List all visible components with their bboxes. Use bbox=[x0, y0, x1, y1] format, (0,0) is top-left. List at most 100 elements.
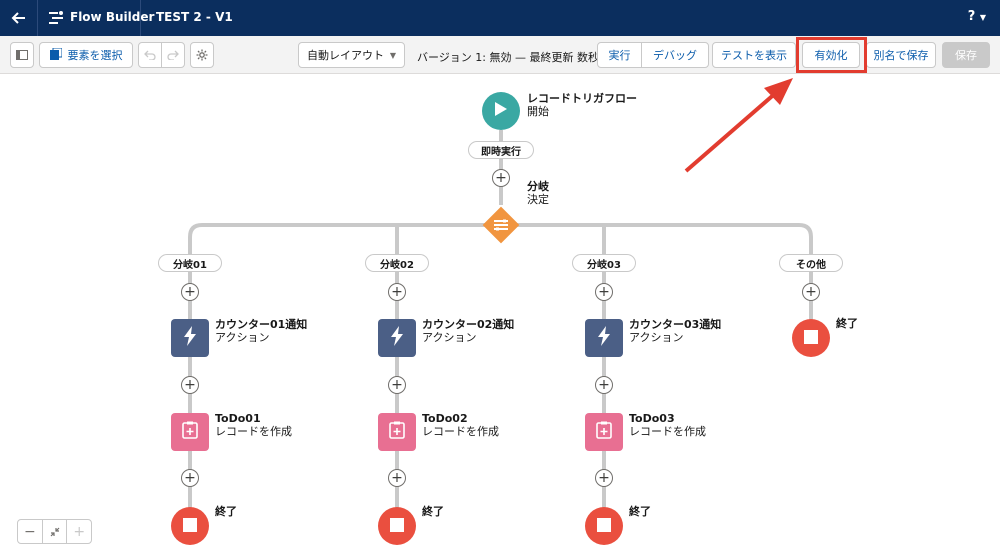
panel-toggle-icon[interactable] bbox=[10, 42, 34, 68]
start-subtitle: 開始 bbox=[527, 105, 549, 118]
stop-icon bbox=[597, 517, 611, 536]
add-element-button[interactable]: + bbox=[492, 169, 510, 187]
plus-icon: + bbox=[184, 470, 196, 486]
toolbar: 要素を選択 自動レイアウト ▼ バージョン 1: 無効 — 最終更新 数秒前 実… bbox=[0, 36, 1000, 74]
action-label: カウンター01通知 アクション bbox=[215, 318, 307, 344]
plus-icon: + bbox=[184, 284, 196, 300]
stop-icon bbox=[183, 517, 197, 536]
record-subtitle: レコードを作成 bbox=[629, 425, 706, 438]
select-elements-icon bbox=[49, 47, 62, 63]
lightning-icon bbox=[597, 326, 611, 350]
create-record-node[interactable] bbox=[171, 413, 209, 451]
end-node[interactable] bbox=[378, 507, 416, 545]
record-subtitle: レコードを作成 bbox=[215, 425, 292, 438]
flow-title: TEST 2 - V1 bbox=[156, 10, 233, 24]
add-element-button[interactable]: + bbox=[388, 376, 406, 394]
create-record-node[interactable] bbox=[585, 413, 623, 451]
zoom-out-icon[interactable]: − bbox=[18, 520, 43, 543]
clipboard-plus-icon bbox=[596, 421, 612, 443]
create-record-node[interactable] bbox=[378, 413, 416, 451]
end-node[interactable] bbox=[585, 507, 623, 545]
action-subtitle: アクション bbox=[629, 331, 684, 344]
action-node[interactable] bbox=[171, 319, 209, 357]
end-label: 終了 bbox=[215, 505, 237, 518]
annotation-arrow bbox=[684, 78, 793, 173]
record-subtitle: レコードを作成 bbox=[422, 425, 499, 438]
select-elements-button[interactable]: 要素を選択 bbox=[39, 42, 133, 68]
add-element-button[interactable]: + bbox=[181, 376, 199, 394]
add-element-button[interactable]: + bbox=[595, 283, 613, 301]
action-subtitle: アクション bbox=[422, 331, 477, 344]
action-label: カウンター03通知 アクション bbox=[629, 318, 721, 344]
plus-icon: + bbox=[598, 470, 610, 486]
header-divider bbox=[140, 0, 141, 36]
record-title: ToDo02 bbox=[422, 412, 468, 425]
start-label: レコードトリガフロー 開始 bbox=[527, 92, 637, 118]
action-title: カウンター03通知 bbox=[629, 318, 722, 331]
flow-canvas[interactable]: レコードトリガフロー 開始 即時実行 + 分岐 決定 分岐01 + カウンター0… bbox=[0, 75, 1000, 559]
decision-title: 分岐 bbox=[527, 180, 549, 193]
select-elements-label: 要素を選択 bbox=[67, 49, 123, 62]
end-label: 終了 bbox=[629, 505, 651, 518]
plus-icon: + bbox=[495, 170, 507, 186]
start-node[interactable] bbox=[482, 92, 520, 130]
add-element-button[interactable]: + bbox=[181, 469, 199, 487]
add-element-button[interactable]: + bbox=[388, 469, 406, 487]
stop-icon bbox=[804, 329, 818, 348]
save-button[interactable]: 保存 bbox=[942, 42, 990, 68]
action-node[interactable] bbox=[585, 319, 623, 357]
decision-label: 分岐 決定 bbox=[527, 180, 549, 206]
activate-button[interactable]: 有効化 bbox=[802, 42, 860, 68]
add-element-button[interactable]: + bbox=[388, 283, 406, 301]
record-title: ToDo01 bbox=[215, 412, 261, 425]
end-title: 終了 bbox=[629, 505, 651, 518]
app-header: Flow Builder TEST 2 - V1 ? ▼ bbox=[0, 0, 1000, 36]
undo-icon[interactable] bbox=[138, 42, 162, 68]
decision-subtitle: 決定 bbox=[527, 193, 549, 206]
plus-icon: + bbox=[598, 284, 610, 300]
add-element-button[interactable]: + bbox=[802, 283, 820, 301]
settings-gear-icon[interactable] bbox=[190, 42, 214, 68]
version-info: バージョン 1: 無効 — 最終更新 数秒前 bbox=[417, 51, 610, 64]
create-record-label: ToDo01 レコードを作成 bbox=[215, 412, 292, 438]
view-tests-button[interactable]: テストを表示 bbox=[712, 42, 796, 68]
zoom-in-icon[interactable]: + bbox=[73, 523, 86, 540]
end-title: 終了 bbox=[836, 317, 858, 330]
action-node[interactable] bbox=[378, 319, 416, 357]
default-branch-pill[interactable]: その他 bbox=[779, 254, 843, 272]
run-button[interactable]: 実行 bbox=[597, 42, 642, 68]
path-pill[interactable]: 即時実行 bbox=[468, 141, 534, 159]
record-title: ToDo03 bbox=[629, 412, 675, 425]
start-title: レコードトリガフロー bbox=[527, 92, 637, 105]
branch-pill[interactable]: 分岐02 bbox=[365, 254, 429, 272]
add-element-button[interactable]: + bbox=[181, 283, 199, 301]
lightning-icon bbox=[390, 326, 404, 350]
zoom-controls: − + bbox=[17, 519, 92, 544]
redo-icon[interactable] bbox=[161, 42, 185, 68]
end-node[interactable] bbox=[792, 319, 830, 357]
end-label: 終了 bbox=[422, 505, 444, 518]
end-node[interactable] bbox=[171, 507, 209, 545]
action-title: カウンター01通知 bbox=[215, 318, 308, 331]
create-record-label: ToDo02 レコードを作成 bbox=[422, 412, 499, 438]
add-element-button[interactable]: + bbox=[595, 469, 613, 487]
end-title: 終了 bbox=[422, 505, 444, 518]
annotation-highlight-box bbox=[796, 37, 867, 73]
debug-button[interactable]: デバッグ bbox=[641, 42, 709, 68]
play-icon bbox=[494, 101, 508, 121]
back-arrow-icon[interactable] bbox=[8, 7, 30, 29]
fit-icon[interactable] bbox=[43, 520, 68, 543]
chevron-down-icon: ▼ bbox=[389, 50, 396, 60]
decision-node[interactable] bbox=[481, 205, 521, 245]
branch-pill[interactable]: 分岐03 bbox=[572, 254, 636, 272]
layout-select[interactable]: 自動レイアウト ▼ bbox=[298, 42, 405, 68]
branch-pill[interactable]: 分岐01 bbox=[158, 254, 222, 272]
add-element-button[interactable]: + bbox=[595, 376, 613, 394]
create-record-label: ToDo03 レコードを作成 bbox=[629, 412, 706, 438]
plus-icon: + bbox=[184, 377, 196, 393]
flow-app-icon bbox=[47, 9, 65, 27]
clipboard-plus-icon bbox=[182, 421, 198, 443]
save-as-button[interactable]: 別名で保存 bbox=[866, 42, 936, 68]
help-icon[interactable]: ? ▼ bbox=[967, 9, 986, 24]
clipboard-plus-icon bbox=[389, 421, 405, 443]
